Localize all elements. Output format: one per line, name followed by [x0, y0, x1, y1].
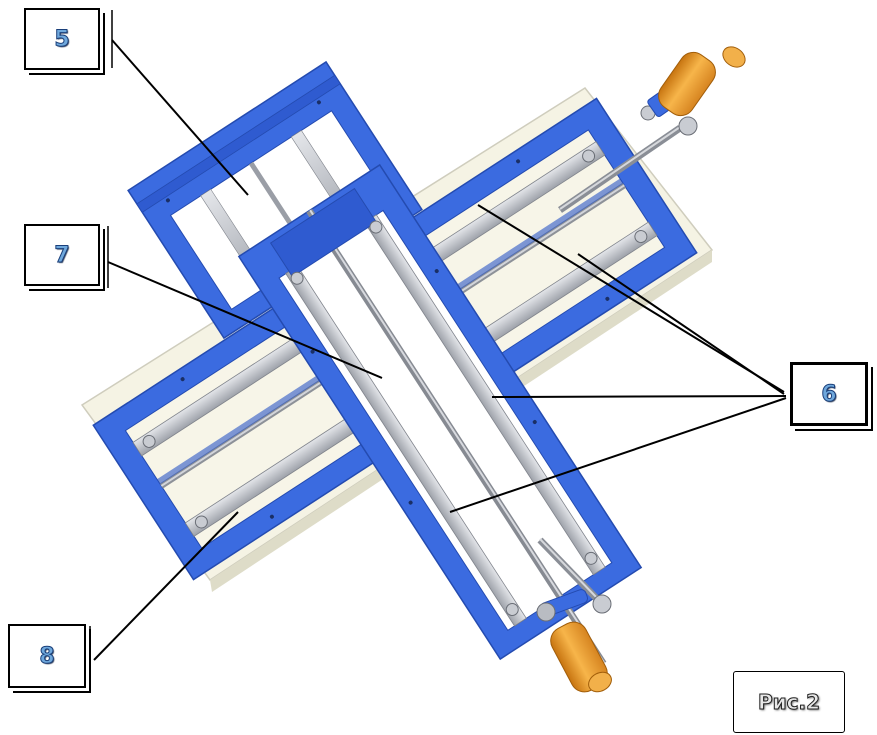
upper-handle	[558, 46, 746, 213]
callout-6-label: 6	[821, 381, 837, 407]
callout-7-label: 7	[54, 242, 70, 268]
callout-8: 8	[8, 624, 86, 688]
callout-5: 5	[24, 8, 100, 70]
callout-7: 7	[24, 224, 100, 286]
figure-caption: Рис.2	[733, 671, 845, 733]
leader-lines	[89, 10, 787, 690]
callout-6: 6	[790, 362, 868, 426]
lower-handle	[536, 537, 612, 693]
upper-frame	[127, 60, 423, 340]
callout-5-label: 5	[54, 26, 70, 52]
callout-8-label: 8	[39, 643, 55, 669]
diagonal-frame	[237, 163, 643, 666]
figure-caption-text: Рис.2	[757, 690, 821, 715]
